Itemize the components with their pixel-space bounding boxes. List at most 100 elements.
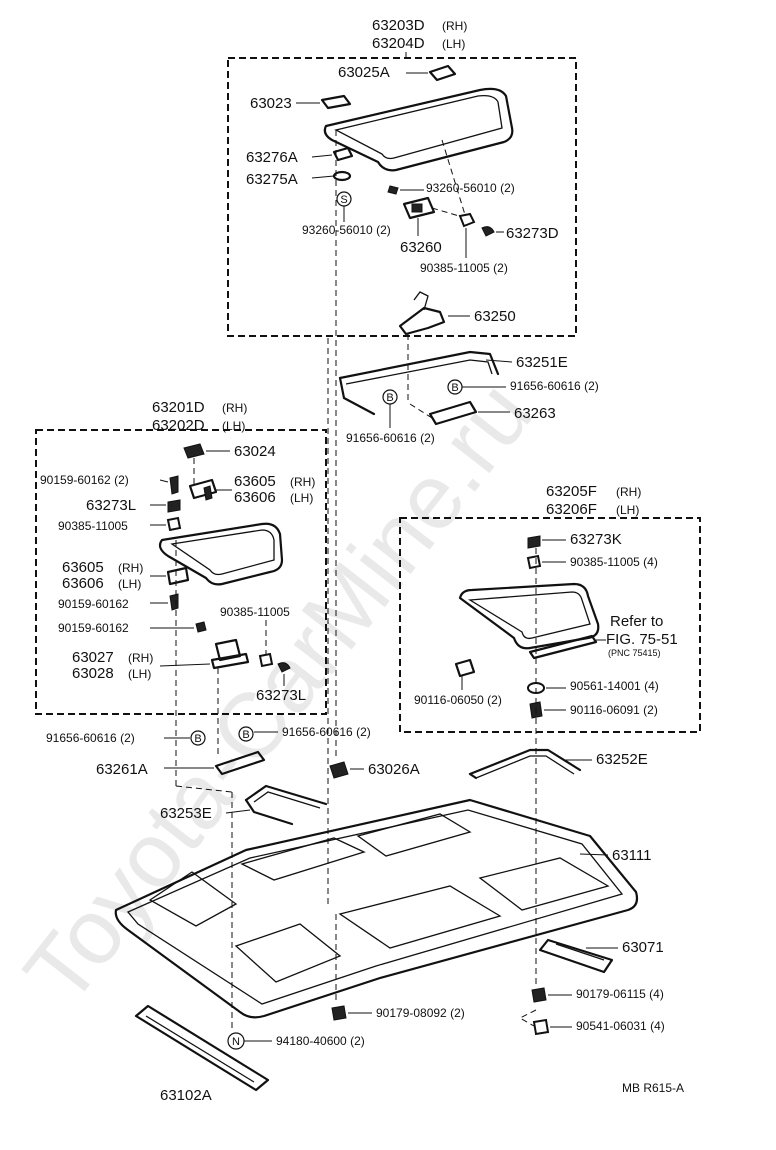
part-63111-cutout-4 bbox=[234, 923, 342, 983]
label-63025a: 63025A bbox=[338, 64, 390, 81]
part-screw-90159-c bbox=[195, 621, 207, 633]
part-63111-cutout-5 bbox=[338, 885, 502, 949]
part-roof-panel-top-inner bbox=[334, 94, 503, 160]
label-90179-right: 90179-06115 (4) bbox=[576, 987, 664, 1001]
symbol-b-2: B bbox=[386, 392, 393, 404]
alignment-lines bbox=[175, 130, 537, 1030]
part-63025a-pad bbox=[428, 64, 457, 82]
leader-63251e bbox=[485, 359, 513, 363]
part-63027-base bbox=[210, 652, 250, 670]
label-91656-bottom-right: 91656-60616 (2) bbox=[282, 725, 371, 739]
part-63252e bbox=[468, 748, 582, 776]
label-90116-right: 90116-06091 (2) bbox=[570, 703, 658, 717]
part-screw-90159-b bbox=[169, 593, 179, 611]
part-63252e-end bbox=[468, 772, 478, 780]
part-63273d-knob bbox=[481, 226, 495, 237]
part-roof-panel-left bbox=[158, 522, 284, 586]
part-63250-hinge bbox=[398, 306, 446, 336]
label-63252e: 63252E bbox=[596, 751, 648, 768]
label-90541: 90541-06031 (4) bbox=[576, 1019, 665, 1033]
label-91656-top-right: 91656-60616 (2) bbox=[510, 379, 599, 393]
label-63273l-b: 63273L bbox=[256, 687, 306, 704]
label-63605-top-side: (RH) bbox=[290, 475, 315, 489]
group-top-side2: (LH) bbox=[442, 37, 465, 51]
part-roof-panel-right bbox=[458, 582, 600, 650]
label-63260: 63260 bbox=[400, 239, 442, 256]
part-63024 bbox=[183, 443, 205, 459]
label-94180: 94180-40600 (2) bbox=[276, 1034, 365, 1048]
leader-90159-a bbox=[159, 479, 169, 483]
part-63261a-stay bbox=[214, 750, 266, 776]
part-screw-90159-a bbox=[169, 475, 179, 495]
label-90179-left: 90179-08092 (2) bbox=[376, 1006, 465, 1020]
group-left-box bbox=[35, 429, 327, 715]
group-roof-right: 63205F (RH) 63206F (LH) 63273K 90385-110… bbox=[399, 483, 701, 733]
part-63273l-knob-b bbox=[277, 662, 291, 673]
leader-63027 bbox=[159, 663, 211, 667]
group-right-box bbox=[399, 517, 701, 733]
part-63273l-knob-a bbox=[167, 499, 181, 513]
label-63273d: 63273D bbox=[506, 225, 559, 242]
label-63028-side: (LH) bbox=[128, 667, 151, 681]
part-roof-panel-top bbox=[323, 87, 514, 172]
part-63102a-strip-line bbox=[145, 1015, 255, 1083]
part-screw-93260 bbox=[387, 185, 399, 195]
label-63263: 63263 bbox=[514, 405, 556, 422]
part-63605-bracket-bottom bbox=[166, 566, 190, 586]
group-roof-top: 63203D (RH) 63204D (LH) 63025A 63023 632… bbox=[227, 17, 577, 337]
label-63023: 63023 bbox=[250, 95, 292, 112]
label-63606-top-side: (LH) bbox=[290, 491, 313, 505]
label-63250: 63250 bbox=[474, 308, 516, 325]
group-left-code1: 63201D bbox=[152, 399, 205, 416]
label-91656-bottom-left: 91656-60616 (2) bbox=[46, 731, 135, 745]
label-63276a: 63276A bbox=[246, 149, 298, 166]
label-63028: 63028 bbox=[72, 665, 114, 682]
label-90385-left: 90385-11005 bbox=[58, 519, 128, 533]
group-top-box bbox=[227, 57, 577, 337]
part-63026a bbox=[329, 761, 349, 779]
part-63253e-inner bbox=[253, 791, 321, 809]
part-nut-90385 bbox=[458, 212, 476, 228]
label-63273l-a: 63273L bbox=[86, 497, 136, 514]
label-63605-bottom-side: (RH) bbox=[118, 561, 143, 575]
group-right-code1: 63205F bbox=[546, 483, 597, 500]
group-right-side2: (LH) bbox=[616, 503, 639, 517]
label-63027-side: (RH) bbox=[128, 651, 153, 665]
label-93260-left: 93260-56010 (2) bbox=[302, 223, 391, 237]
label-63024: 63024 bbox=[234, 443, 276, 460]
part-63250-hinge-arm bbox=[413, 291, 429, 311]
group-top-side1: (RH) bbox=[442, 19, 467, 33]
label-90385-right: 90385-11005 (4) bbox=[570, 555, 658, 569]
group-right-side1: (RH) bbox=[616, 485, 641, 499]
label-63275a: 63275A bbox=[246, 171, 298, 188]
part-63111-cutout-1 bbox=[148, 871, 238, 927]
part-63071-rail bbox=[538, 938, 614, 974]
leader-63111 bbox=[579, 853, 609, 856]
group-left-code2: 63202D bbox=[152, 417, 205, 434]
footer-code: MB R615-A bbox=[622, 1081, 684, 1095]
label-93260-right: 93260-56010 (2) bbox=[426, 181, 515, 195]
label-90159-c: 90159-60162 bbox=[58, 621, 129, 635]
part-63251e-weatherstrip-end bbox=[338, 376, 376, 416]
group-roof-left: 63201D (RH) 63202D (LH) 63024 90159-6016… bbox=[35, 399, 327, 715]
label-63261a: 63261A bbox=[96, 761, 148, 778]
part-nut-90179-right bbox=[531, 987, 547, 1003]
refer-line1: Refer to bbox=[610, 613, 663, 630]
part-63263-stay bbox=[428, 400, 478, 426]
leader-63275a bbox=[311, 175, 335, 179]
symbol-b-circle-4 bbox=[238, 726, 254, 742]
symbol-b-4: B bbox=[242, 729, 249, 741]
label-63027: 63027 bbox=[72, 649, 114, 666]
label-63026a: 63026A bbox=[368, 761, 420, 778]
symbol-b-1: B bbox=[451, 382, 458, 394]
leader-63253e bbox=[225, 809, 251, 814]
group-lower: 91656-60616 (2) B B 91656-60616 (2) 6326… bbox=[46, 725, 684, 1104]
part-63251e-inner bbox=[345, 359, 493, 385]
group-top-code1: 63203D bbox=[372, 17, 425, 34]
label-90561: 90561-14001 (4) bbox=[570, 679, 659, 693]
symbol-b-3: B bbox=[194, 733, 201, 745]
label-63253e: 63253E bbox=[160, 805, 212, 822]
part-63111-inner-edge bbox=[126, 809, 624, 1005]
